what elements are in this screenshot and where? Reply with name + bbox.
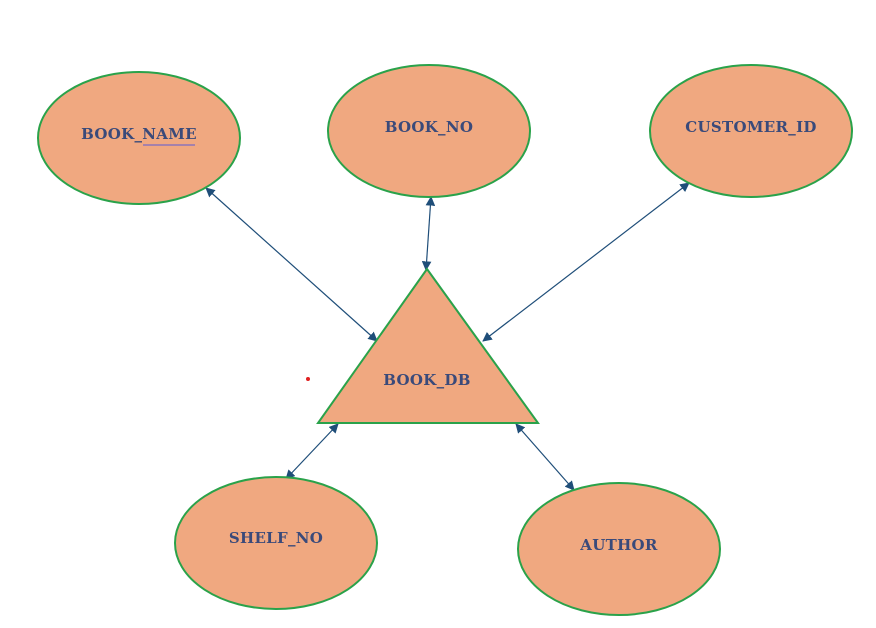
attribute-author: AUTHOR bbox=[517, 482, 721, 616]
attribute-book-no-label: BOOK_NO bbox=[385, 118, 474, 136]
attribute-book-no-ellipse bbox=[327, 64, 531, 198]
entity-book-db-triangle bbox=[316, 267, 540, 424]
attribute-book-name-ellipse bbox=[37, 71, 241, 205]
attribute-book-no: BOOK_NO bbox=[327, 64, 531, 198]
entity-book-db-label: BOOK_DB bbox=[383, 371, 470, 389]
attribute-customer-id-ellipse bbox=[649, 64, 853, 198]
connector-author bbox=[515, 423, 575, 491]
stray-dot bbox=[306, 377, 310, 381]
attribute-author-ellipse bbox=[517, 482, 721, 616]
entity-book-db: BOOK_DB bbox=[316, 267, 540, 424]
connector-book-name bbox=[205, 187, 378, 342]
attribute-book-name-label: BOOK_NAME bbox=[81, 125, 197, 143]
attribute-shelf-no-ellipse bbox=[174, 476, 378, 610]
attribute-author-label: AUTHOR bbox=[579, 536, 658, 554]
attribute-customer-id: CUSTOMER_ID bbox=[649, 64, 853, 198]
attribute-book-name: BOOK_NAME bbox=[37, 71, 241, 205]
attribute-shelf-no-label: SHELF_NO bbox=[229, 529, 323, 547]
attribute-customer-id-label: CUSTOMER_ID bbox=[685, 118, 816, 136]
attribute-shelf-no: SHELF_NO bbox=[174, 476, 378, 610]
connector-customer-id bbox=[482, 182, 690, 342]
connector-book-no bbox=[421, 196, 436, 271]
connector-shelf-no bbox=[285, 423, 339, 480]
